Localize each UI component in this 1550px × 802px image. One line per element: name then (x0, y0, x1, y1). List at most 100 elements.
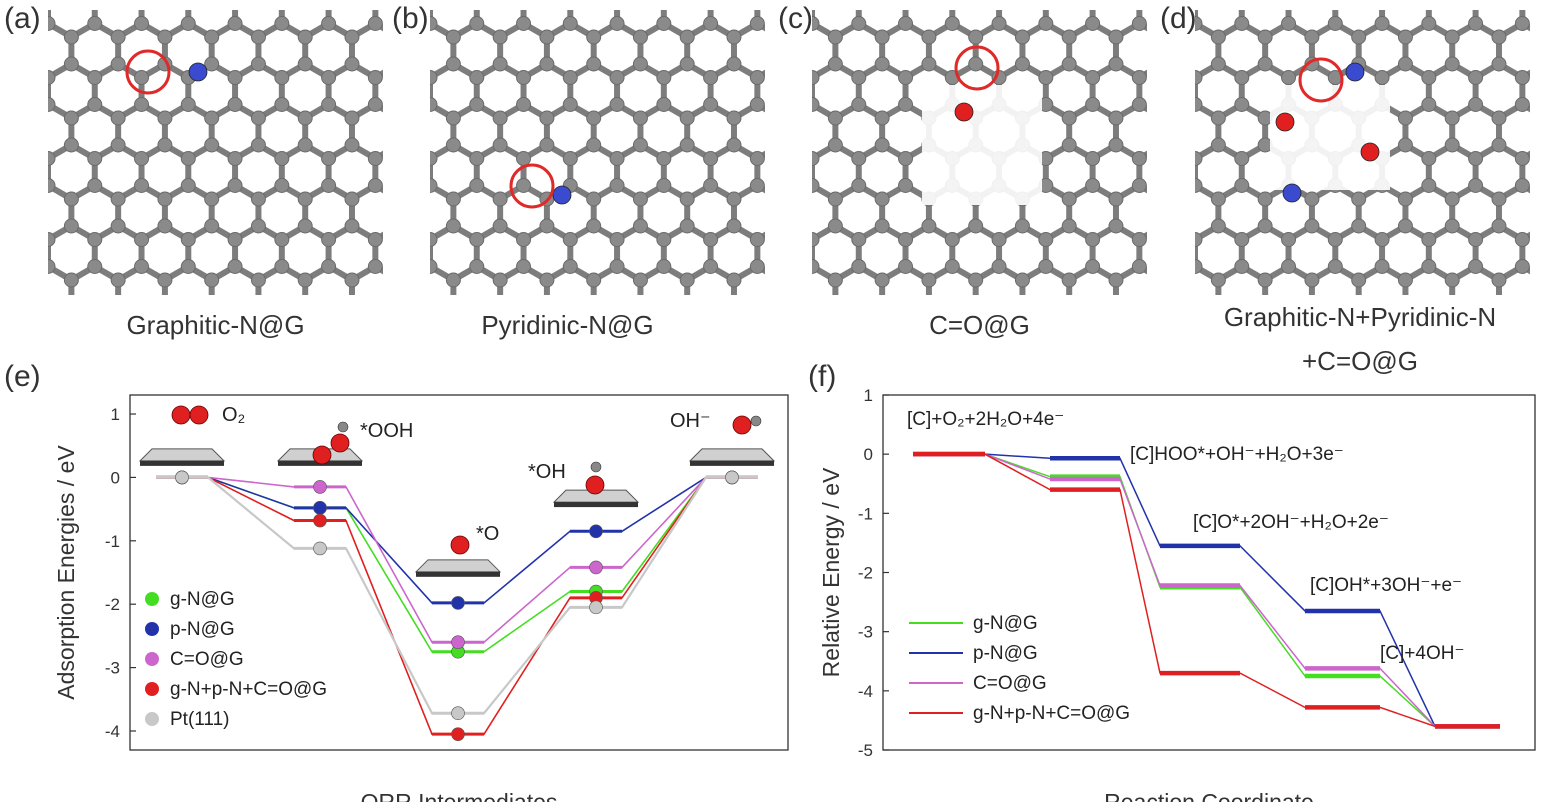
catalyst-slab (688, 448, 776, 462)
catalyst-slab-edge (140, 460, 224, 466)
carbon-atom (827, 29, 843, 45)
carbon-atom (1374, 232, 1390, 247)
nitrogen-atom (188, 62, 208, 82)
carbon-atom (1195, 16, 1203, 31)
carbon-atom (1131, 259, 1147, 274)
carbon-atom (1281, 70, 1297, 85)
carbon-atom (586, 191, 602, 207)
carbon-atom (134, 259, 150, 274)
data-point (313, 501, 327, 515)
y-tick-label: 1 (111, 405, 120, 424)
hydrogen-atom (590, 461, 602, 473)
carbon-atom (87, 16, 103, 31)
carbon-atom (297, 218, 313, 234)
carbon-atom (445, 191, 461, 207)
carbon-atom (749, 178, 765, 193)
carbon-atom (492, 29, 508, 45)
carbon-atom (344, 191, 360, 207)
carbon-atom (87, 259, 103, 274)
carbon-atom (1131, 178, 1147, 193)
carbon-atom (1131, 70, 1147, 85)
carbon-atom (321, 232, 337, 247)
carbon-atom (632, 110, 648, 126)
carbon-atom (87, 70, 103, 85)
carbon-atom (1304, 218, 1320, 234)
carbon-atom (321, 97, 337, 112)
legend-label: g-N@G (170, 589, 235, 610)
carbon-atom (1514, 97, 1530, 112)
data-point (313, 541, 327, 556)
y-axis-label: Relative Energy / eV (818, 467, 844, 677)
carbon-atom (1108, 218, 1124, 234)
carbon-atom (921, 218, 937, 234)
carbon-atom (874, 110, 890, 126)
carbon-atom (812, 97, 820, 112)
carbon-atom (204, 56, 220, 72)
carbon-atom (204, 218, 220, 234)
carbon-atom (367, 151, 383, 166)
carbon-atom (632, 56, 648, 72)
carbon-atom (539, 218, 555, 234)
carbon-atom (180, 151, 196, 166)
carbon-atom (430, 70, 438, 85)
carbon-atom (1491, 272, 1507, 288)
structure-combined (1195, 10, 1530, 295)
structure-graphitic-n (48, 10, 383, 295)
carbon-atom (1491, 218, 1507, 234)
carbon-atom (1421, 232, 1437, 247)
carbon-atom (968, 272, 984, 288)
carbon-atom (1491, 137, 1507, 153)
carbon-atom (586, 272, 602, 288)
plot-frame (129, 394, 789, 751)
carbon-atom (250, 137, 266, 153)
carbon-atom (1491, 56, 1507, 72)
carbon-atom (726, 56, 742, 72)
nitrogen-atom (552, 185, 572, 205)
carbon-atom (367, 178, 383, 193)
hydrogen-atom (337, 421, 349, 433)
carbon-atom (812, 232, 820, 247)
carbon-atom (274, 16, 290, 31)
carbon-atom (48, 97, 56, 112)
x-axis-label: Reaction Coordinate (1104, 789, 1314, 802)
carbon-atom (1061, 110, 1077, 126)
carbon-atom (1085, 70, 1101, 85)
carbon-atom (1038, 259, 1054, 274)
carbon-atom (516, 151, 532, 166)
carbon-atom (968, 218, 984, 234)
carbon-atom (297, 272, 313, 288)
carbon-atom (703, 16, 719, 31)
carbon-atom (898, 232, 914, 247)
carbon-atom (1514, 259, 1530, 274)
carbon-atom (679, 272, 695, 288)
carbon-atom (1210, 272, 1226, 288)
carbon-atom (609, 70, 625, 85)
carbon-atom (703, 178, 719, 193)
carbon-atom (1234, 232, 1250, 247)
caption-graphitic-n: Graphitic-N@G (126, 310, 305, 340)
carbon-atom (1085, 97, 1101, 112)
carbon-atom (656, 151, 672, 166)
carbon-atom (1195, 178, 1203, 193)
y-tick-label: -2 (105, 595, 120, 614)
carbon-atom (274, 232, 290, 247)
carbon-atom (562, 232, 578, 247)
carbon-atom (445, 137, 461, 153)
carbon-atom (1210, 110, 1226, 126)
carbon-atom (1014, 218, 1030, 234)
carbon-atom (1195, 151, 1203, 166)
catalyst-slab (414, 559, 502, 573)
data-point (589, 524, 603, 539)
carbon-atom (1085, 16, 1101, 31)
carbon-atom (63, 29, 79, 45)
data-point (725, 470, 739, 485)
legend-label: g-N@G (973, 613, 1038, 634)
y-tick-label: -4 (105, 722, 120, 741)
carbon-atom (539, 29, 555, 45)
carbon-atom (1108, 191, 1124, 207)
carbon-atom (1085, 259, 1101, 274)
carbon-atom (1351, 272, 1367, 288)
carbon-atom (134, 151, 150, 166)
carbon-atom (1061, 218, 1077, 234)
carbon-atom (157, 218, 173, 234)
